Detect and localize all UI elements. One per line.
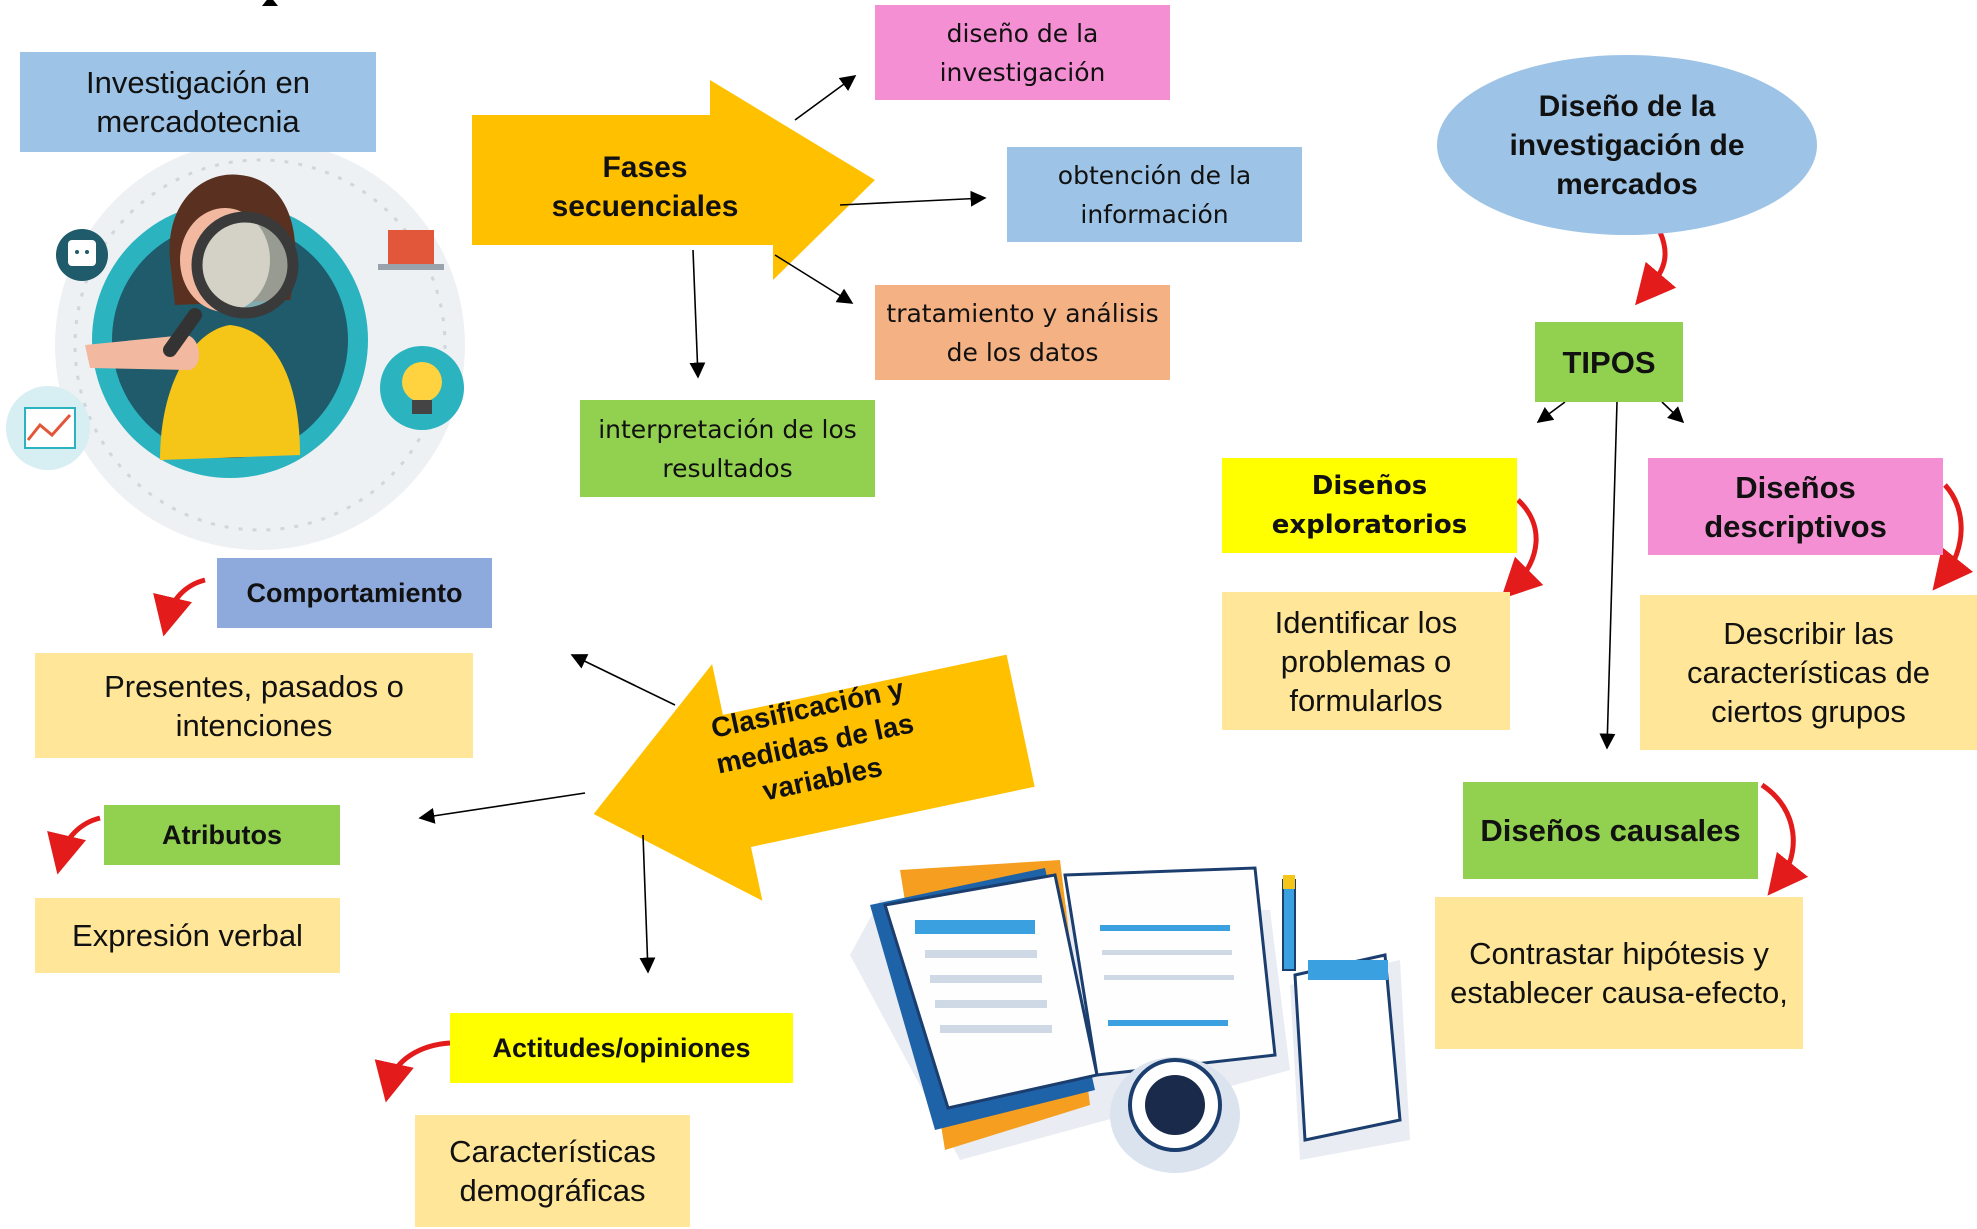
arrow-to-causales	[1599, 401, 1618, 750]
tratamiento-box: tratamiento y análisis de los datos	[875, 285, 1170, 380]
arrow-to-interpretacion	[689, 249, 706, 379]
investigacion-box: Investigación en mercadotecnia	[20, 52, 376, 152]
exploratorios-desc-box: Identificar los problemas o formularlos	[1222, 592, 1510, 730]
notepad-icon	[1290, 953, 1410, 1160]
atributos-box: Atributos	[104, 805, 340, 865]
red-curve-actitudes	[374, 1040, 451, 1103]
arrow-to-tratamiento	[774, 254, 854, 304]
obtencion-box: obtención de la información	[1007, 147, 1302, 242]
red-curve-descriptivos	[1932, 483, 1974, 591]
diseno-investigacion-box: diseño de la investigación	[875, 5, 1170, 100]
comportamiento-box: Comportamiento	[217, 558, 492, 628]
actitudes-desc-box: Características demográficas	[415, 1115, 690, 1227]
arrow-to-actitudes	[639, 834, 656, 974]
causales-box: Diseños causales	[1463, 782, 1758, 879]
arrow-to-exploratorios	[1536, 401, 1566, 423]
red-curve-comportamiento	[153, 577, 206, 637]
exploratorios-box: Diseños exploratorios	[1222, 458, 1517, 553]
arrow-to-obtencion	[839, 190, 987, 207]
atributos-desc-box: Expresión verbal	[35, 898, 340, 973]
top-arrow-tip-visible	[262, 0, 278, 6]
chart-icon	[6, 386, 90, 470]
red-curve-diseno	[1635, 231, 1677, 306]
coffee-cup-icon	[1110, 1057, 1240, 1173]
lightbulb-icon	[380, 346, 464, 430]
fases-label: Fases secuenciales	[551, 151, 739, 223]
arrow-to-descriptivos	[1661, 401, 1685, 424]
diseno-mercados-ellipse	[1437, 55, 1817, 235]
pen-icon	[1282, 875, 1296, 971]
red-curve-atributos	[47, 815, 101, 875]
arrow-to-atributos	[418, 792, 586, 824]
descriptivos-box: Diseños descriptivos	[1648, 458, 1943, 555]
diseno-mercados-label: Diseño de la investigación de mercados	[1509, 89, 1745, 201]
descriptivos-desc-box: Describir las características de ciertos…	[1640, 595, 1977, 750]
tipos-box: TIPOS	[1535, 322, 1683, 402]
interpretacion-box: interpretación de los resultados	[580, 400, 875, 497]
chat-icon	[56, 229, 108, 281]
arrow-to-diseno	[794, 75, 857, 121]
actitudes-box: Actitudes/opiniones	[450, 1013, 793, 1083]
clasificacion-big-arrow	[593, 654, 1035, 901]
fases-big-arrow	[472, 80, 875, 280]
causales-desc-box: Contrastar hipótesis y establecer causa-…	[1435, 897, 1803, 1049]
comportamiento-desc-box: Presentes, pasados o intenciones	[35, 653, 473, 758]
researcher-illustration	[55, 140, 465, 550]
laptop-icon	[378, 230, 444, 270]
red-curve-exploratorios	[1500, 498, 1544, 600]
open-book-illustration	[850, 860, 1290, 1160]
red-curve-causales	[1760, 782, 1809, 896]
arrow-to-comportamiento	[570, 654, 676, 706]
